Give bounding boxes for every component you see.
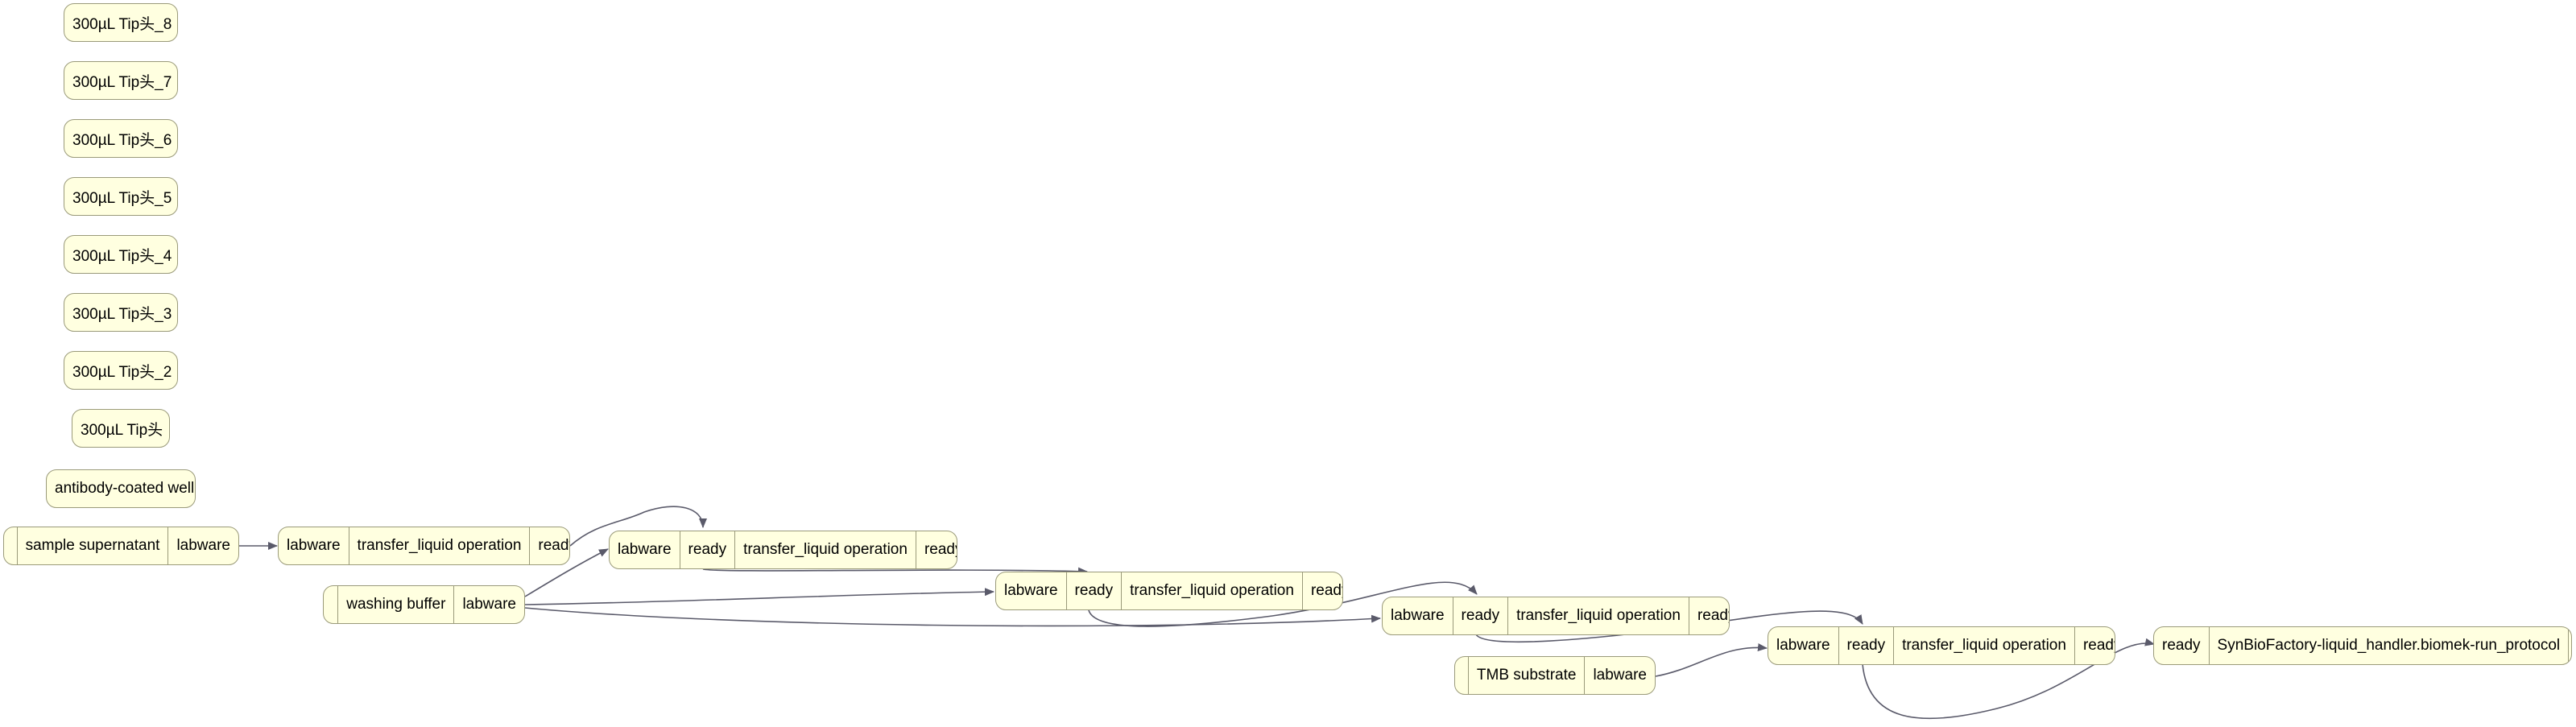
tip-node-8: 300µL Tip头_8 <box>64 3 178 42</box>
antibody-well-node: antibody-coated well <box>46 469 196 508</box>
transfer-liquid-node-4: labware ready transfer_liquid operation … <box>1382 597 1730 635</box>
node-output-port <box>2568 627 2571 664</box>
input-port-ready: ready <box>1065 572 1122 609</box>
edge-washing-to-t2 <box>524 548 609 597</box>
operation-label: transfer_liquid operation <box>1121 572 1302 609</box>
tip-node-4: 300µL Tip头_4 <box>64 235 178 274</box>
run-protocol-node: ready SynBioFactory-liquid_handler.biome… <box>2153 626 2572 665</box>
node-output-port: labware <box>1584 657 1655 694</box>
output-port-ready: ready <box>529 527 569 564</box>
input-port-ready: ready <box>1452 597 1508 634</box>
transfer-liquid-node-1: labware transfer_liquid operation ready <box>278 527 570 565</box>
tip-node-2: 300µL Tip头_2 <box>64 351 178 390</box>
output-port-ready: ready <box>1301 572 1342 609</box>
input-port-labware: labware <box>1776 637 1830 654</box>
washing-buffer-node: washing buffer labware <box>323 585 525 624</box>
input-port-labware: labware <box>1391 607 1445 624</box>
edge-t2-to-t3 <box>702 567 1088 576</box>
edge-tmb-to-t5 <box>1655 643 1768 677</box>
tip-node-6: 300µL Tip头_6 <box>64 119 178 158</box>
tip-node-5: 300µL Tip头_5 <box>64 177 178 216</box>
node-output-port: labware <box>453 586 524 623</box>
tip-label: 300µL Tip头 <box>81 421 163 439</box>
tip-label: 300µL Tip头_8 <box>72 15 172 33</box>
tip-label: 300µL Tip头_5 <box>72 189 172 207</box>
edge-t3-to-t4 <box>1088 581 1478 627</box>
node-input-port <box>324 586 337 623</box>
input-port-ready: ready <box>2162 637 2201 654</box>
input-port-ready: ready <box>679 531 735 568</box>
tip-label: 300µL Tip头_4 <box>72 247 172 265</box>
node-name: washing buffer <box>337 586 453 623</box>
sample-supernatant-node: sample supernatant labware <box>3 527 239 565</box>
operation-label: transfer_liquid operation <box>1507 597 1689 634</box>
node-input-port <box>4 527 17 564</box>
edge-washing-to-t4 <box>524 607 1381 627</box>
input-port-labware: labware <box>1004 582 1058 599</box>
node-name: TMB substrate <box>1467 657 1585 694</box>
input-port-ready: ready <box>1838 627 1894 664</box>
output-port-ready: ready <box>2074 627 2115 664</box>
antibody-well-label: antibody-coated well <box>55 480 195 497</box>
operation-label: transfer_liquid operation <box>1893 627 2074 664</box>
operation-label: transfer_liquid operation <box>734 531 916 568</box>
node-output-port: labware <box>167 527 238 564</box>
output-port-ready: ready <box>915 531 957 568</box>
operation-label: transfer_liquid operation <box>348 527 530 564</box>
tip-label: 300µL Tip头_3 <box>72 305 172 323</box>
edge-t1-to-t2 <box>569 506 707 547</box>
edge-washing-to-t3 <box>524 588 994 605</box>
output-port-ready: ready <box>1688 597 1729 634</box>
tip-node-3: 300µL Tip头_3 <box>64 293 178 332</box>
tip-label: 300µL Tip头_7 <box>72 73 172 91</box>
node-input-port <box>1455 657 1468 694</box>
tip-label: 300µL Tip头_2 <box>72 363 172 381</box>
edge-t5-to-protocol <box>1862 638 2155 720</box>
node-name: sample supernatant <box>16 527 168 564</box>
operation-label: SynBioFactory-liquid_handler.biomek-run_… <box>2208 627 2569 664</box>
tip-label: 300µL Tip头_6 <box>72 131 172 149</box>
input-port-labware: labware <box>287 537 341 554</box>
transfer-liquid-node-5: labware ready transfer_liquid operation … <box>1768 626 2115 665</box>
tmb-substrate-node: TMB substrate labware <box>1454 656 1656 695</box>
transfer-liquid-node-2: labware ready transfer_liquid operation … <box>609 531 957 569</box>
tip-node-7: 300µL Tip头_7 <box>64 61 178 100</box>
transfer-liquid-node-3: labware ready transfer_liquid operation … <box>995 572 1343 610</box>
tip-node-1: 300µL Tip头 <box>72 409 170 448</box>
input-port-labware: labware <box>618 541 672 558</box>
